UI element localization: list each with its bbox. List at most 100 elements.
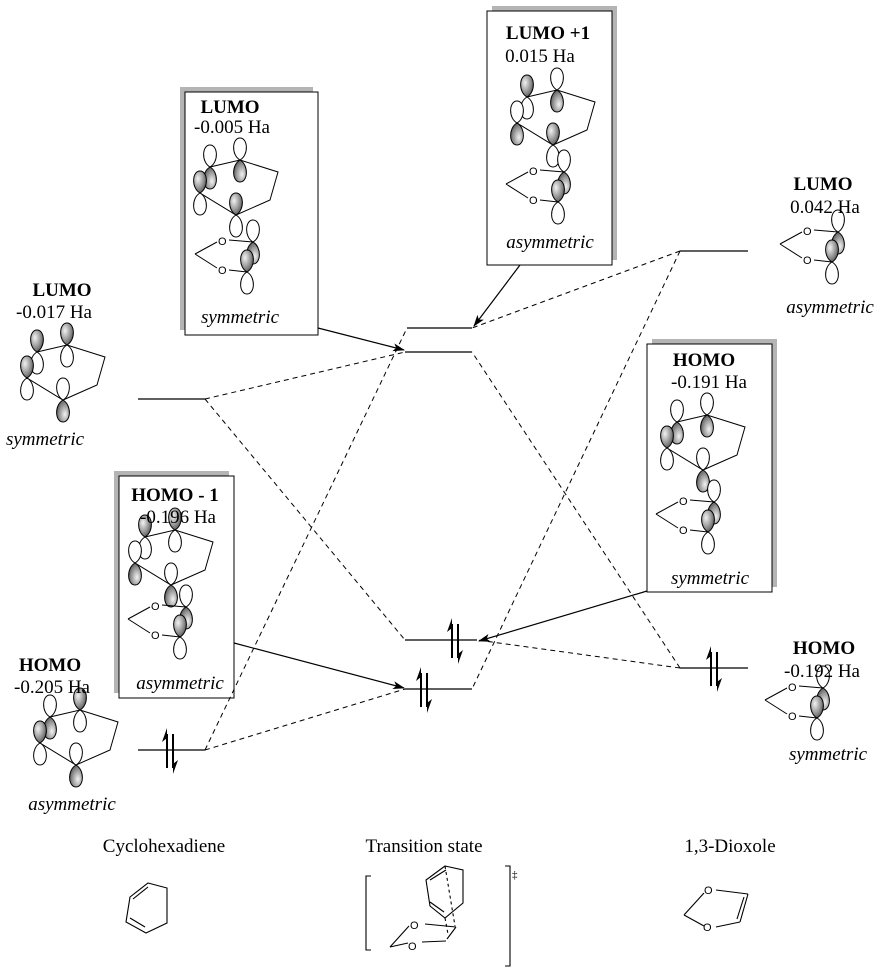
p-orbital-lobe: [20, 355, 34, 379]
p-orbital-lobe: [550, 67, 564, 91]
transition-state-name: Transition state: [366, 836, 483, 857]
dioxole-oxygen-1: O: [704, 885, 713, 897]
p-orbital-lobe: [193, 192, 207, 216]
p-orbital-lobe: [229, 192, 243, 216]
ts-homo-minus-1-energy: -0.196 Ha: [140, 507, 217, 528]
electron-pair-icon: [162, 728, 178, 774]
p-orbital-lobe: [520, 74, 534, 98]
p-orbital-lobe: [229, 214, 243, 238]
p-orbital-lobe: [240, 271, 254, 295]
cyclohexadiene-orbital: [20, 322, 106, 423]
electron-pair-icon: [447, 618, 463, 664]
chd-lumo-symmetry: symmetric: [6, 429, 85, 450]
p-orbital-lobe: [670, 399, 684, 423]
p-orbital-lobe: [173, 614, 187, 638]
p-orbital-lobe: [510, 100, 524, 124]
ts-double-dagger: ‡: [512, 869, 518, 881]
ts-homo-minus-1-symmetry: asymmetric: [136, 673, 224, 694]
p-orbital-lobe: [825, 239, 839, 263]
ts-lumo-plus-1-label: LUMO +1: [506, 23, 590, 44]
chd-lumo-energy: -0.017 Ha: [16, 302, 93, 323]
cyclohexadiene-name: Cyclohexadiene: [103, 836, 225, 857]
p-orbital-lobe: [173, 636, 187, 660]
ts-homo-minus-1-label: HOMO - 1: [131, 485, 219, 506]
cyclohexadiene-orbital: [128, 507, 214, 608]
ts-lumo-plus-1-symmetry: asymmetric: [506, 232, 594, 253]
dioxole-orbital: OO: [127, 584, 193, 660]
dioxole-homo-energy: -0.192 Ha: [784, 661, 861, 682]
p-orbital-lobe: [825, 261, 839, 285]
p-orbital-lobe: [20, 377, 34, 401]
p-orbital-lobe: [179, 584, 193, 608]
p-orbital-lobe: [810, 695, 824, 719]
p-orbital-lobe: [546, 144, 560, 168]
p-orbital-lobe: [233, 159, 247, 183]
dioxole-lumo-energy: 0.042 Ha: [790, 197, 860, 218]
cyclohexadiene-orbital: [193, 137, 279, 238]
p-orbital-lobe: [43, 694, 57, 718]
ts-lumo-energy: -0.005 Ha: [194, 117, 271, 138]
p-orbital-lobe: [164, 584, 178, 608]
dioxole-orbital: OO: [764, 665, 830, 741]
oxygen-atom: O: [151, 630, 160, 642]
electron-pair-icon: [416, 667, 432, 713]
oxygen-atom: O: [151, 601, 160, 613]
p-orbital-lobe: [168, 507, 182, 531]
p-orbital-lobe: [168, 529, 182, 553]
ts-homo-label: HOMO: [673, 350, 735, 371]
p-orbital-lobe: [696, 469, 710, 493]
chd-lumo-label: LUMO: [32, 280, 91, 301]
oxygen-atom: O: [218, 236, 227, 248]
p-orbital-lobe: [33, 720, 47, 744]
dioxole-name: 1,3-Dioxole: [684, 836, 775, 857]
p-orbital-lobe: [30, 329, 44, 353]
dioxole-orbital: OO: [655, 479, 721, 555]
transition-state-structure: [365, 865, 511, 967]
p-orbital-lobe: [557, 149, 571, 173]
cyclohexadiene-ring: [125, 882, 168, 934]
electron-pair-icon: [706, 646, 722, 692]
p-orbital-lobe: [700, 414, 714, 438]
correlation-lines: [204, 250, 681, 751]
chd-homo-energy: -0.205 Ha: [14, 677, 91, 698]
p-orbital-lobe: [233, 137, 247, 161]
p-orbital-lobe: [551, 179, 565, 203]
p-orbital-lobe: [246, 219, 260, 243]
dioxole-lumo-symmetry: asymmetric: [786, 297, 874, 318]
dioxole-homo-label: HOMO: [793, 638, 855, 659]
p-orbital-lobe: [164, 562, 178, 586]
p-orbital-lobe: [510, 122, 524, 146]
oxygen-atom: O: [529, 195, 538, 207]
arrow-ts-lumo: [317, 327, 405, 352]
p-orbital-lobe: [193, 170, 207, 194]
oxygen-atom: O: [218, 265, 227, 277]
cyclohexadiene-orbital: [33, 687, 119, 788]
p-orbital-lobe: [701, 509, 715, 533]
p-orbital-lobe: [660, 447, 674, 471]
p-orbital-lobe: [203, 144, 217, 168]
p-orbital-lobe: [128, 540, 142, 564]
oxygen-atom: O: [788, 711, 797, 723]
p-orbital-lobe: [33, 742, 47, 766]
p-orbital-lobe: [707, 479, 721, 503]
p-orbital-lobe: [73, 687, 87, 711]
oxygen-atom: O: [788, 682, 797, 694]
ts-homo-energy: -0.191 Ha: [671, 372, 748, 393]
ts-homo-symmetry: symmetric: [671, 568, 750, 589]
p-orbital-lobe: [550, 89, 564, 113]
ts-lumo-label: LUMO: [200, 97, 259, 118]
ts-lumo-plus-1-energy: 0.015 Ha: [505, 46, 575, 67]
dioxole-structure: [683, 889, 749, 928]
p-orbital-lobe: [816, 665, 830, 689]
p-orbital-lobe: [56, 399, 70, 423]
dioxole-orbital: OO: [505, 149, 571, 225]
p-orbital-lobe: [660, 425, 674, 449]
dioxole-lumo-label: LUMO: [793, 174, 852, 195]
ts-oxygen-2: O: [408, 941, 417, 953]
ts-oxygen-1: O: [410, 920, 419, 932]
cyclohexadiene-orbital: [660, 392, 746, 493]
p-orbital-lobe: [696, 447, 710, 471]
chd-homo-symmetry: asymmetric: [28, 794, 116, 815]
p-orbital-lobe: [546, 122, 560, 146]
